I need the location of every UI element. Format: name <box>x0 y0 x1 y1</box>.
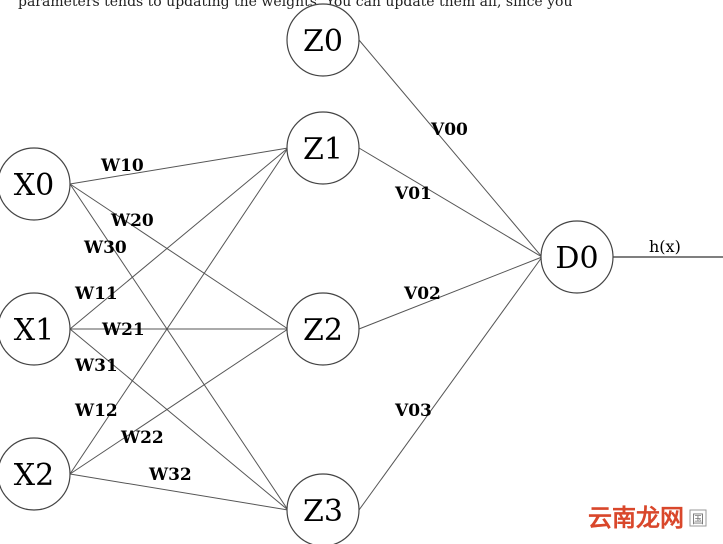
weight-label-w30: W30 <box>83 238 127 258</box>
weight-label-w10: W10 <box>100 156 144 176</box>
edge-z1-d0 <box>358 147 543 258</box>
weight-label-w31: W31 <box>74 356 118 376</box>
node-z0: Z0 <box>286 3 360 77</box>
weight-label-v00: V00 <box>430 120 468 140</box>
top-caption-text: parameters tends to updating the weights… <box>18 0 573 10</box>
node-x1-label: X1 <box>14 313 54 348</box>
node-d0: D0 <box>540 220 614 294</box>
watermark-text: 云南龙网 <box>588 504 684 532</box>
weight-label-w11: W11 <box>74 284 118 304</box>
weight-label-w22: W22 <box>120 428 164 448</box>
edge-x2-z2 <box>69 328 289 475</box>
weight-label-w12: W12 <box>74 401 118 421</box>
weight-label-w20: W20 <box>110 211 154 231</box>
node-x2: X2 <box>0 437 71 511</box>
node-z3-label: Z3 <box>303 494 343 529</box>
node-d0-label: D0 <box>555 241 598 276</box>
node-x0: X0 <box>0 147 71 221</box>
edge-x2-z3 <box>69 473 289 511</box>
node-z2: Z2 <box>286 292 360 366</box>
edge-z3-d0 <box>358 256 543 511</box>
node-z0-label: Z0 <box>303 24 343 59</box>
edge-x0-z2 <box>69 183 289 330</box>
weight-label-v03: V03 <box>394 401 432 421</box>
edge-x2-z1 <box>69 147 289 475</box>
output-label: h(x) <box>649 237 681 256</box>
watermark-badge-box <box>689 509 707 527</box>
edge-x0-z1 <box>69 147 289 185</box>
edge-x1-z1 <box>69 147 289 330</box>
node-x0-label: X0 <box>14 168 54 203</box>
edge-z2-d0 <box>358 256 543 330</box>
node-z1-label: Z1 <box>303 132 343 167</box>
node-z1: Z1 <box>286 111 360 185</box>
node-x1: X1 <box>0 292 71 366</box>
watermark-badge: 国 <box>692 512 704 526</box>
weight-label-w21: W21 <box>101 320 145 340</box>
weight-label-v02: V02 <box>403 284 441 304</box>
weight-label-v01: V01 <box>394 184 432 204</box>
node-z3: Z3 <box>286 473 360 544</box>
weight-label-w32: W32 <box>148 465 192 485</box>
node-x2-label: X2 <box>14 458 54 493</box>
edge-x1-z3 <box>69 328 289 511</box>
node-z2-label: Z2 <box>303 313 343 348</box>
edge-x0-z3 <box>69 183 289 511</box>
edge-z0-d0 <box>358 39 543 258</box>
watermark: 云南龙网 国 <box>588 504 707 532</box>
